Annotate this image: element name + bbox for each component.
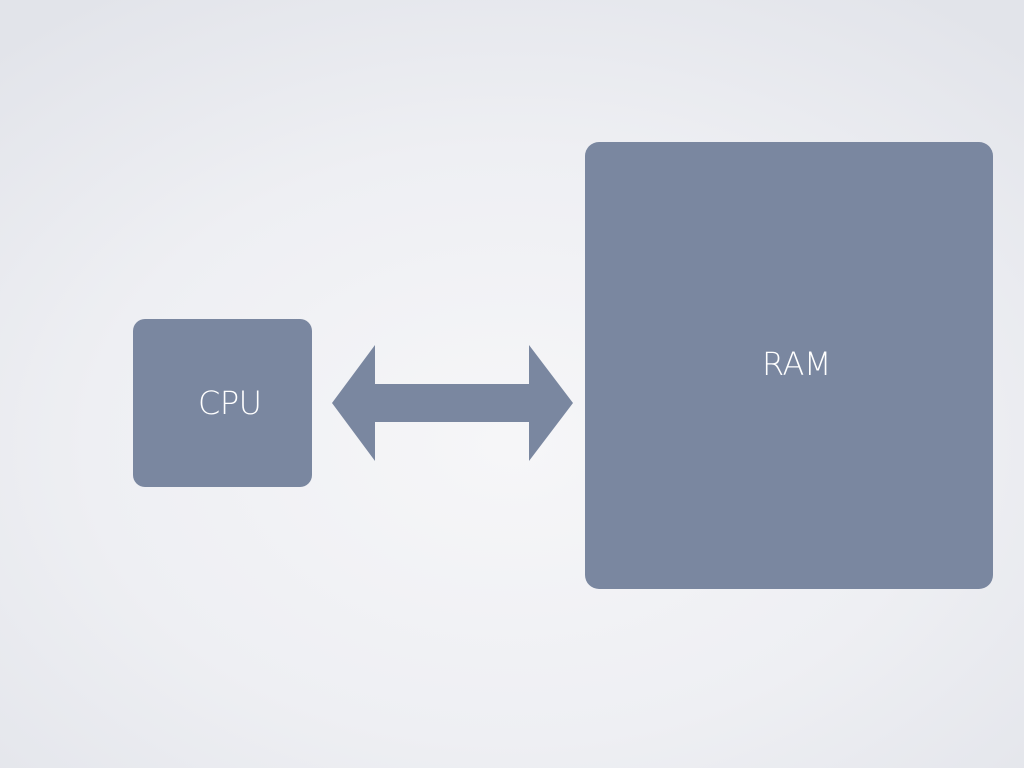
cpu-label: CPU bbox=[198, 384, 262, 422]
bidirectional-arrow-icon bbox=[332, 345, 573, 461]
ram-label: RAM bbox=[762, 345, 831, 383]
cpu-box bbox=[133, 319, 312, 487]
arrow-shape bbox=[332, 345, 573, 461]
ram-box bbox=[585, 142, 993, 589]
